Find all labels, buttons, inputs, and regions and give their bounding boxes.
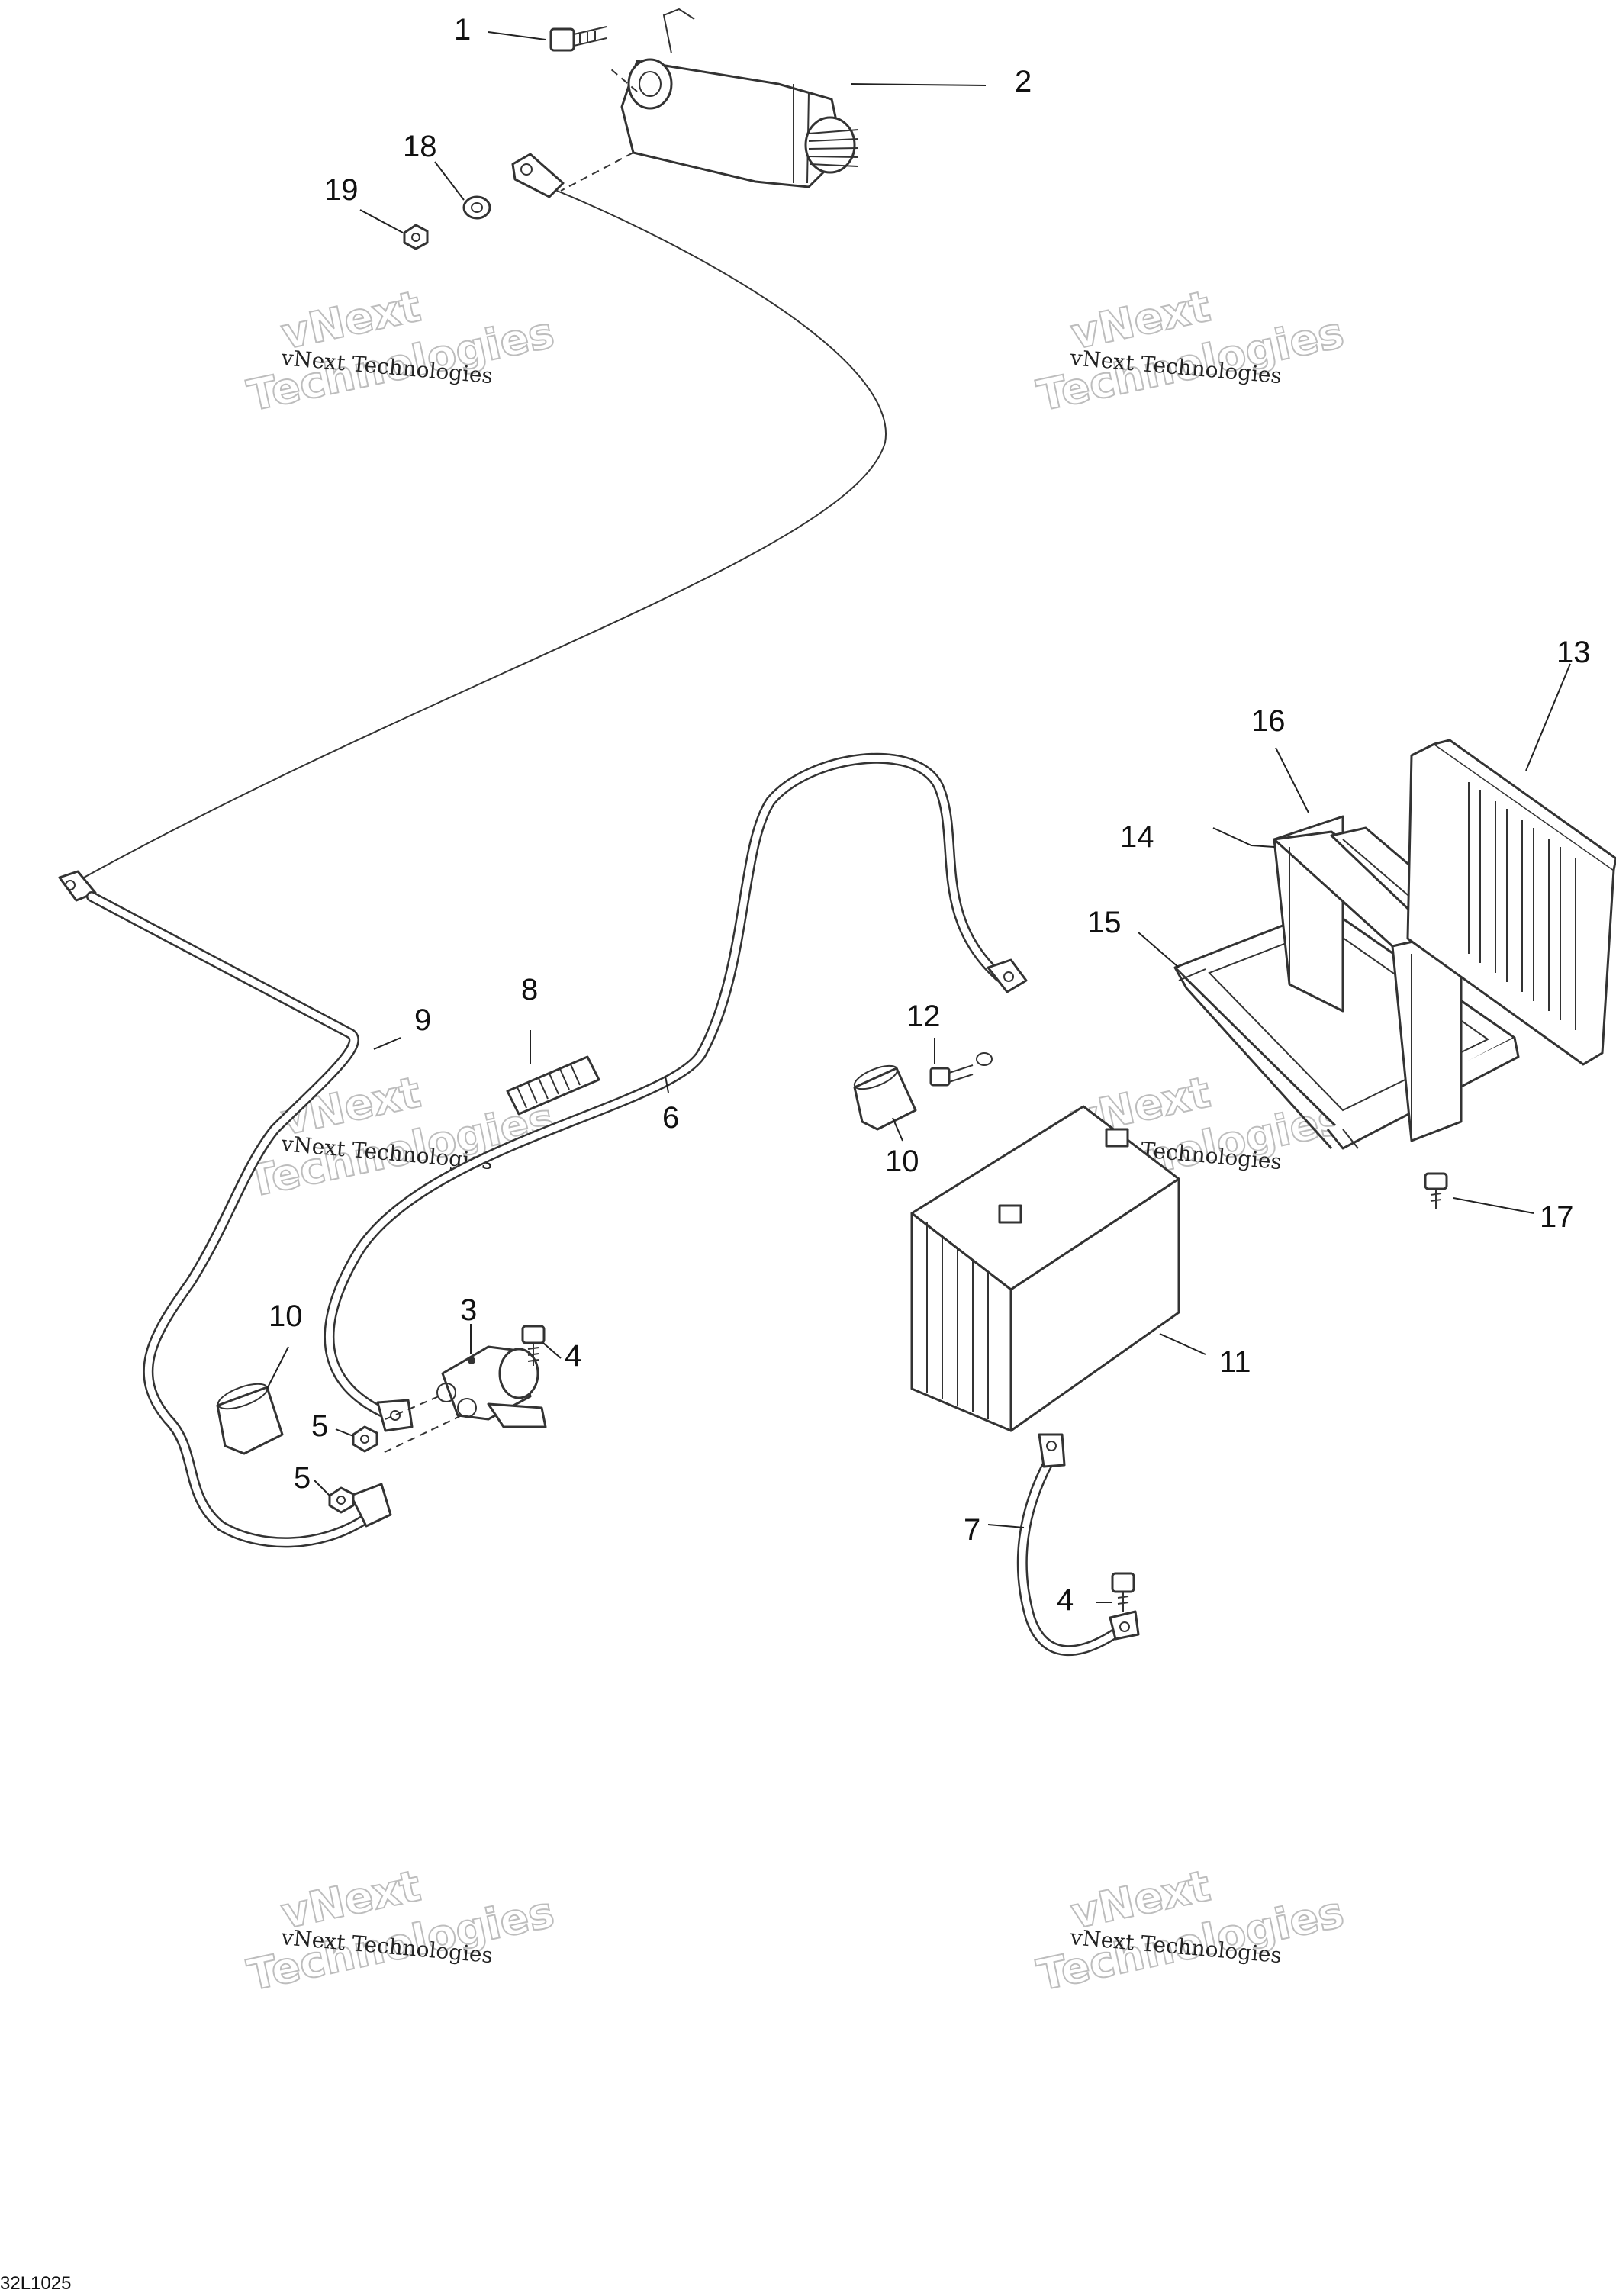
bolt-1 (549, 26, 607, 52)
watermark-top-left: vNext Technologies (243, 281, 559, 422)
cable-7 (1016, 1433, 1140, 1657)
callout-10-right: 10 (885, 1145, 919, 1178)
callout-15: 15 (1087, 906, 1122, 939)
callout-16: 16 (1251, 704, 1286, 738)
callout-12: 12 (906, 1000, 941, 1033)
callout-6: 6 (662, 1101, 679, 1135)
callout-3: 3 (460, 1293, 477, 1327)
callout-13: 13 (1556, 636, 1591, 669)
callout-9: 9 (414, 1003, 431, 1037)
cable-6 (324, 752, 1028, 1432)
callout-4-upper: 4 (565, 1339, 581, 1373)
callout-18: 18 (403, 130, 437, 163)
callout-1: 1 (454, 13, 471, 47)
pinion-gear (804, 116, 859, 174)
screw-17 (1424, 1172, 1448, 1209)
washer-18 (462, 195, 491, 220)
sleeve-8 (506, 1055, 600, 1116)
starter-cable-lug (511, 153, 565, 198)
callout-5-upper: 5 (311, 1409, 328, 1443)
callout-17: 17 (1540, 1200, 1574, 1234)
callout-5-lower: 5 (294, 1461, 311, 1495)
nut-5-upper (352, 1425, 378, 1453)
callout-2: 2 (1015, 65, 1032, 98)
bolt-4-lower (1111, 1572, 1135, 1612)
callout-4-lower: 4 (1057, 1583, 1074, 1617)
callout-11: 11 (1219, 1345, 1251, 1379)
watermark-bottom-left: vNext Technologies (243, 1860, 559, 2001)
callout-14: 14 (1120, 820, 1154, 854)
watermark-top-right: vNext Technologies (1032, 281, 1349, 422)
battery-11 (910, 1105, 1180, 1432)
starter-motor (560, 8, 859, 192)
boot-10-left (216, 1383, 284, 1455)
drawing-code: 32L1025 (0, 2273, 71, 2294)
callout-19: 19 (324, 173, 359, 207)
bolt-4-upper (521, 1325, 546, 1366)
battery-cover-13 (1406, 739, 1616, 1066)
nut-19 (403, 224, 429, 250)
boot-10-right (853, 1064, 917, 1131)
callout-8: 8 (521, 973, 538, 1006)
nut-5-lower (328, 1486, 355, 1514)
cable-9 (58, 870, 392, 1548)
callout-7: 7 (964, 1513, 980, 1547)
callout-10-left: 10 (269, 1299, 303, 1333)
watermark-bottom-right: vNext Technologies (1032, 1860, 1349, 2001)
routing-line (83, 190, 887, 878)
leader-lines (266, 31, 1571, 1603)
bolt-12 (929, 1052, 993, 1087)
